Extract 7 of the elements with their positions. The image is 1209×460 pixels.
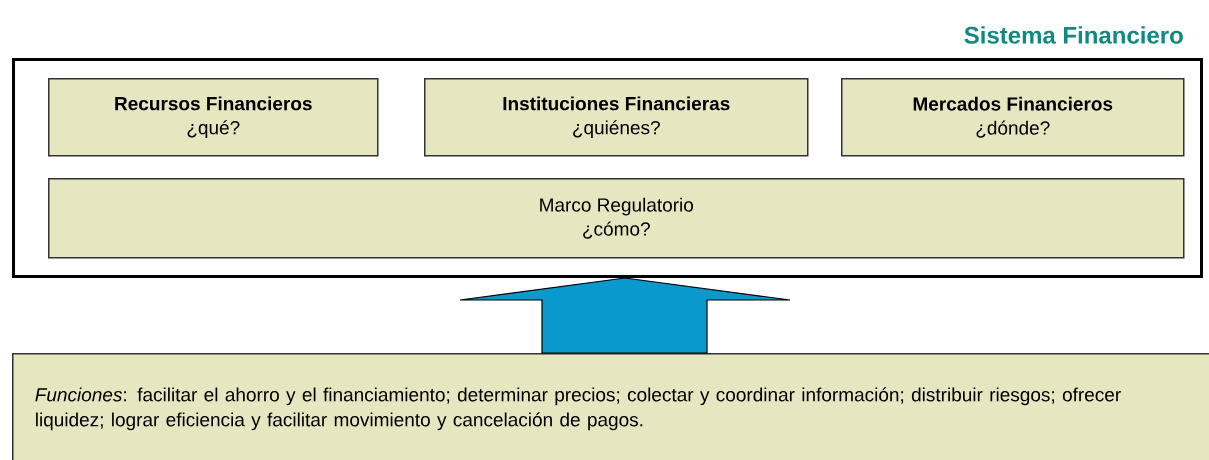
- block-arrow: [459, 277, 791, 354]
- heading: Sistema Financiero: [964, 26, 1183, 44]
- process-box: Instituciones Financieras ¿quiénes?: [424, 78, 809, 157]
- process-box: Marco Regulatorio ¿cómo?: [48, 178, 1185, 259]
- process-box: Recursos Financieros ¿qué?: [48, 78, 379, 157]
- process-box: Mercados Financieros ¿dónde?: [841, 78, 1185, 157]
- text-box: Funciones: facilitar el ahorro y el financiamiento; determinar precios; colectar y coordinar información; distribuir riesgos; ofrecer liquidez; lograr eficiencia y facilitar movimiento y cancelación de pagos.: [12, 353, 1209, 460]
